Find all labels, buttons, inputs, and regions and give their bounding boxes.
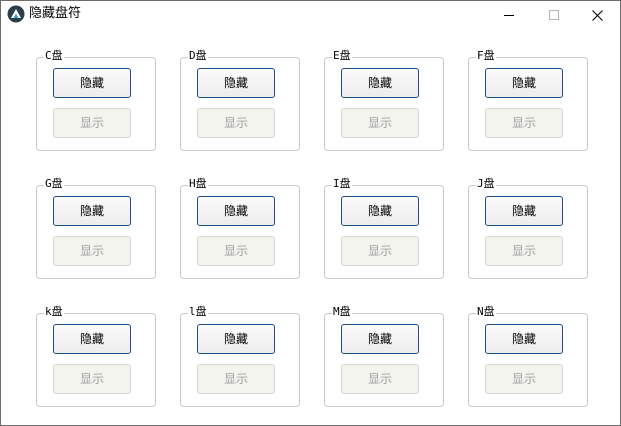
drive-group-label: G盘 <box>44 177 64 191</box>
window-title: 隐藏盘符 <box>29 6 82 21</box>
hide-drive-button[interactable]: 隐藏 <box>197 324 275 354</box>
drive-group: k盘隐藏显示 <box>36 305 156 407</box>
drive-group-label: D盘 <box>188 49 208 63</box>
show-drive-button: 显示 <box>485 236 563 266</box>
show-drive-button: 显示 <box>485 364 563 394</box>
minimize-button[interactable] <box>486 1 532 29</box>
show-drive-button: 显示 <box>53 236 131 266</box>
app-logo-icon <box>7 5 25 23</box>
hide-drive-button[interactable]: 隐藏 <box>341 68 419 98</box>
drive-group: F盘隐藏显示 <box>468 49 588 151</box>
show-drive-button: 显示 <box>197 236 275 266</box>
maximize-button[interactable] <box>531 1 577 29</box>
drive-group-label: J盘 <box>476 177 496 191</box>
drive-group-label: k盘 <box>44 305 64 319</box>
hide-drive-button[interactable]: 隐藏 <box>53 324 131 354</box>
drive-group-label: l盘 <box>188 305 208 319</box>
title-bar[interactable]: 隐藏盘符 <box>1 1 620 29</box>
show-drive-button: 显示 <box>485 108 563 138</box>
drive-group: E盘隐藏显示 <box>324 49 444 151</box>
drive-group-label: H盘 <box>188 177 208 191</box>
drive-group: I盘隐藏显示 <box>324 177 444 279</box>
hide-drive-button[interactable]: 隐藏 <box>197 196 275 226</box>
show-drive-button: 显示 <box>341 236 419 266</box>
drive-group: C盘隐藏显示 <box>36 49 156 151</box>
drive-group: M盘隐藏显示 <box>324 305 444 407</box>
hide-drive-button[interactable]: 隐藏 <box>485 196 563 226</box>
show-drive-button: 显示 <box>53 364 131 394</box>
hide-drive-button[interactable]: 隐藏 <box>53 68 131 98</box>
drive-group: D盘隐藏显示 <box>180 49 300 151</box>
drive-group: G盘隐藏显示 <box>36 177 156 279</box>
hide-drive-button[interactable]: 隐藏 <box>341 324 419 354</box>
show-drive-button: 显示 <box>341 108 419 138</box>
drive-group: J盘隐藏显示 <box>468 177 588 279</box>
hide-drive-button[interactable]: 隐藏 <box>341 196 419 226</box>
drive-group: l盘隐藏显示 <box>180 305 300 407</box>
show-drive-button: 显示 <box>53 108 131 138</box>
hide-drive-button[interactable]: 隐藏 <box>485 324 563 354</box>
drive-group-label: N盘 <box>476 305 496 319</box>
drive-group: N盘隐藏显示 <box>468 305 588 407</box>
drive-group: H盘隐藏显示 <box>180 177 300 279</box>
show-drive-button: 显示 <box>197 108 275 138</box>
close-icon <box>591 9 603 21</box>
hide-drive-button[interactable]: 隐藏 <box>53 196 131 226</box>
drive-group-label: C盘 <box>44 49 64 63</box>
show-drive-button: 显示 <box>197 364 275 394</box>
maximize-icon <box>549 10 559 20</box>
hide-drive-button[interactable]: 隐藏 <box>485 68 563 98</box>
close-button[interactable] <box>574 1 620 29</box>
drive-group-label: M盘 <box>332 305 352 319</box>
drive-group-label: I盘 <box>332 177 352 191</box>
drive-group-label: E盘 <box>332 49 352 63</box>
show-drive-button: 显示 <box>341 364 419 394</box>
minimize-icon <box>504 15 514 16</box>
drive-group-label: F盘 <box>476 49 496 63</box>
hide-drive-button[interactable]: 隐藏 <box>197 68 275 98</box>
